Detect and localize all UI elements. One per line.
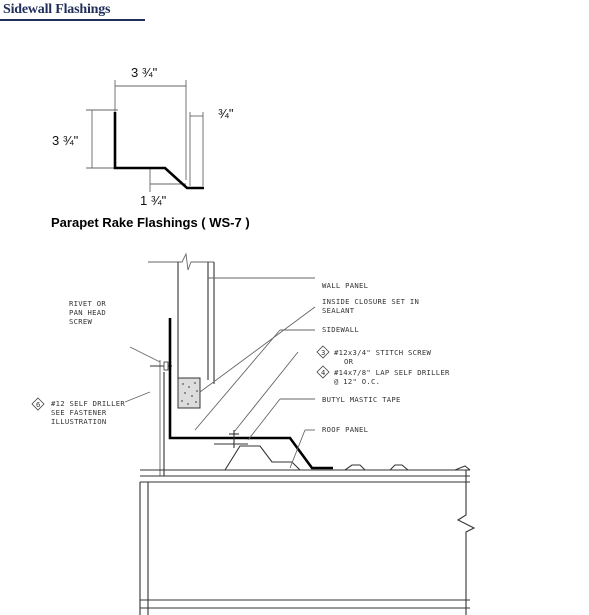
roof-panel-line: [208, 445, 471, 471]
rivet-label-3: SCREW: [69, 317, 93, 326]
leader-sidewall: [194, 329, 281, 431]
stitch-num: 3: [321, 348, 326, 357]
rivet-head: [163, 361, 169, 371]
rivet-label-1: RIVET OR: [69, 299, 106, 308]
leader-lines: [124, 277, 316, 469]
closure-label-2: SEALANT: [322, 306, 355, 315]
dim-left-label: 3 ¾": [52, 133, 79, 148]
driller-label-2: SEE FASTENER: [51, 408, 107, 417]
inside-closure: [177, 377, 201, 409]
purlin-break-line: [456, 470, 476, 615]
roof-panel-label: ROOF PANEL: [322, 425, 368, 434]
leader-closure: [199, 306, 316, 393]
section-title: Parapet Rake Flashings ( WS-7 ): [51, 215, 250, 230]
rivet-label-2: PAN HEAD: [69, 308, 106, 317]
or-label: OR: [344, 357, 354, 366]
wall-panel-break-line: [148, 252, 214, 271]
flashing-profile-line: [113, 112, 204, 190]
butyl-label: BUTYL MASTIC TAPE: [322, 395, 401, 404]
driller-label-3: ILLUSTRATION: [51, 417, 107, 426]
sidewall-flashing: [168, 318, 333, 470]
leader-stitch: [233, 351, 299, 433]
lap-label-1: #14x7/8" LAP SELF DRILLER: [334, 368, 450, 377]
leader-driller: [124, 391, 151, 403]
section-detail: WALL PANEL INSIDE CLOSURE SET IN SEALANT…: [31, 252, 476, 615]
driller-num: 6: [36, 400, 41, 409]
sidewall-label: SIDEWALL: [322, 325, 359, 334]
page-title: Sidewall Flashings: [3, 2, 111, 17]
stitch-label: #12x3/4" STITCH SCREW: [334, 348, 432, 357]
leader-rivet: [129, 346, 161, 363]
dim-right-label: ¾": [218, 106, 234, 121]
leader-roof: [289, 429, 306, 469]
lap-diamond: [316, 365, 330, 379]
closure-label-1: INSIDE CLOSURE SET IN: [322, 297, 419, 306]
driller-diamond: [31, 397, 45, 411]
title-underline: [0, 19, 145, 21]
lap-num: 4: [321, 368, 326, 377]
stitch-diamond: [316, 345, 330, 359]
wall-panel-label: WALL PANEL: [322, 281, 368, 290]
dim-bottom-label: 1 ¾": [140, 193, 167, 208]
leader-butyl: [247, 398, 281, 441]
dim-top-label: 3 ¾": [131, 65, 158, 80]
flashing-profile: 3 ¾" 3 ¾" ¾" 1 ¾": [52, 65, 234, 208]
closure-hatching: [181, 382, 198, 405]
driller-label-1: #12 SELF DRILLER: [51, 399, 125, 408]
lap-label-2: @ 12" O.C.: [334, 377, 380, 386]
